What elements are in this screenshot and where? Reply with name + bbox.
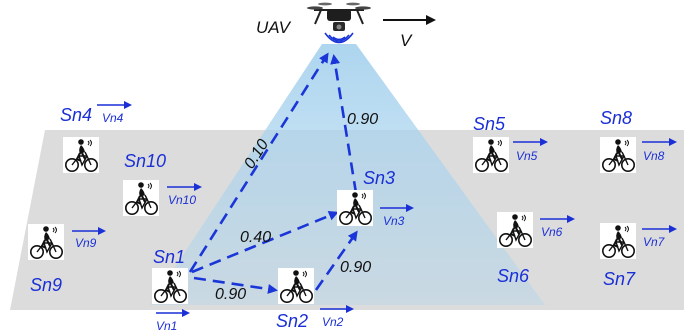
sn7-velocity-label: Vn7: [643, 235, 666, 249]
sn3-velocity-label: Vn3: [383, 214, 405, 228]
uav-label: UAV: [256, 18, 292, 37]
weight-sn1-sn2: 0.90: [215, 286, 246, 303]
uav-velocity-label: V: [400, 31, 413, 50]
velocity-arrows: [72, 101, 677, 317]
signal-waves-icon: [324, 32, 354, 44]
sn5-cyclist-icon: [472, 136, 510, 174]
sn9-label: Sn9: [30, 275, 62, 295]
sn4-velocity-label: Vn4: [102, 111, 124, 125]
sn9-velocity-label: Vn9: [75, 236, 97, 250]
sn9-cyclist-icon: [27, 223, 65, 261]
sn7-cyclist-icon: [599, 222, 637, 260]
sn4-label: Sn4: [60, 105, 92, 125]
sn8-label: Sn8: [600, 108, 632, 128]
weight-sn2-sn3: 0.90: [340, 259, 371, 276]
uav-coverage-beam: [150, 44, 545, 305]
sn8-velocity-label: Vn8: [643, 149, 665, 163]
weight-sn1-sn3: 0.40: [240, 229, 271, 246]
sn5-velocity-label: Vn5: [516, 149, 538, 163]
sn10-velocity-label: Vn10: [168, 193, 196, 207]
weight-sn3-uav: 0.90: [347, 111, 378, 128]
sn3-label: Sn3: [363, 168, 395, 188]
link-sn1-uav: [188, 52, 329, 273]
sn7-label: Sn7: [603, 269, 636, 289]
sn2-label: Sn2: [276, 311, 308, 331]
link-sn2-sn3: [314, 230, 358, 291]
sn6-label: Sn6: [497, 266, 530, 286]
sn4-cyclist-icon: [62, 136, 100, 174]
uav-drone-icon: [307, 2, 371, 31]
sn2-velocity-label: Vn2: [322, 315, 344, 329]
sn1-cyclist-icon: [151, 267, 189, 305]
sn6-velocity-label: Vn6: [541, 225, 563, 239]
sn1-velocity-label: Vn1: [156, 319, 177, 333]
link-sn3-uav: [330, 54, 358, 194]
sn10-label: Sn10: [124, 151, 166, 171]
sn3-cyclist-icon: [336, 189, 374, 227]
sn1-label: Sn1: [153, 247, 185, 267]
link-sn1-sn2: [193, 276, 278, 294]
links: [188, 52, 358, 294]
sn5-label: Sn5: [473, 114, 506, 134]
sn2-cyclist-icon: [277, 267, 315, 305]
link-sn1-sn3: [191, 211, 339, 274]
sn8-cyclist-icon: [599, 136, 637, 174]
sn10-cyclist-icon: [122, 179, 160, 217]
sn6-cyclist-icon: [496, 211, 534, 249]
